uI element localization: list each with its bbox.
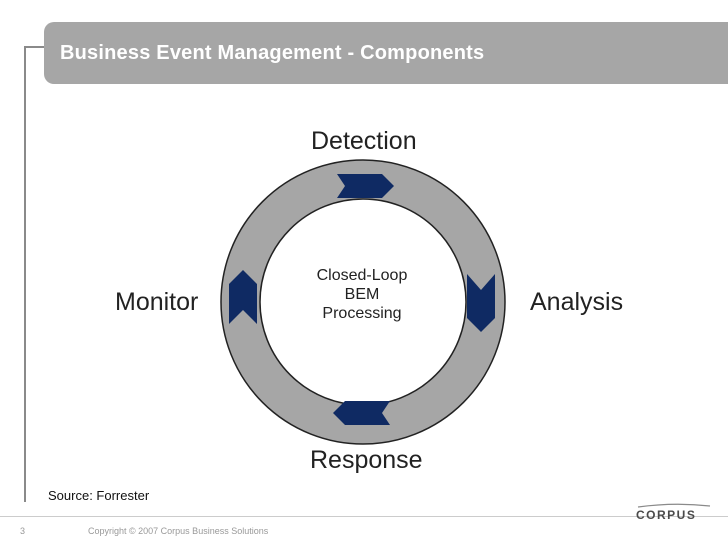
title-bar: Business Event Management - Components	[44, 22, 728, 84]
frame-horizontal-line	[24, 46, 54, 48]
copyright-text: Copyright © 2007 Corpus Business Solutio…	[88, 526, 269, 536]
arrow-bottom-icon	[333, 401, 390, 425]
arrow-top-icon	[337, 174, 394, 198]
center-line-3: Processing	[322, 305, 402, 322]
logo-swoosh-icon	[637, 503, 711, 508]
label-detection: Detection	[311, 127, 417, 155]
arrow-left-icon	[229, 270, 257, 324]
source-note: Source: Forrester	[48, 488, 150, 503]
page-number: 3	[20, 526, 26, 536]
slide-title: Business Event Management - Components	[60, 41, 485, 64]
center-label: Closed-Loop BEM Processing	[300, 266, 424, 323]
label-analysis: Analysis	[530, 288, 624, 316]
corpus-logo: CORPUS	[636, 508, 697, 522]
frame-vertical-line	[24, 46, 26, 502]
label-monitor: Monitor	[115, 288, 199, 316]
center-line-2: BEM	[344, 286, 380, 303]
label-response: Response	[310, 446, 423, 474]
footer-divider	[0, 516, 728, 517]
arrow-right-icon	[467, 274, 495, 332]
center-line-1: Closed-Loop	[316, 267, 408, 284]
